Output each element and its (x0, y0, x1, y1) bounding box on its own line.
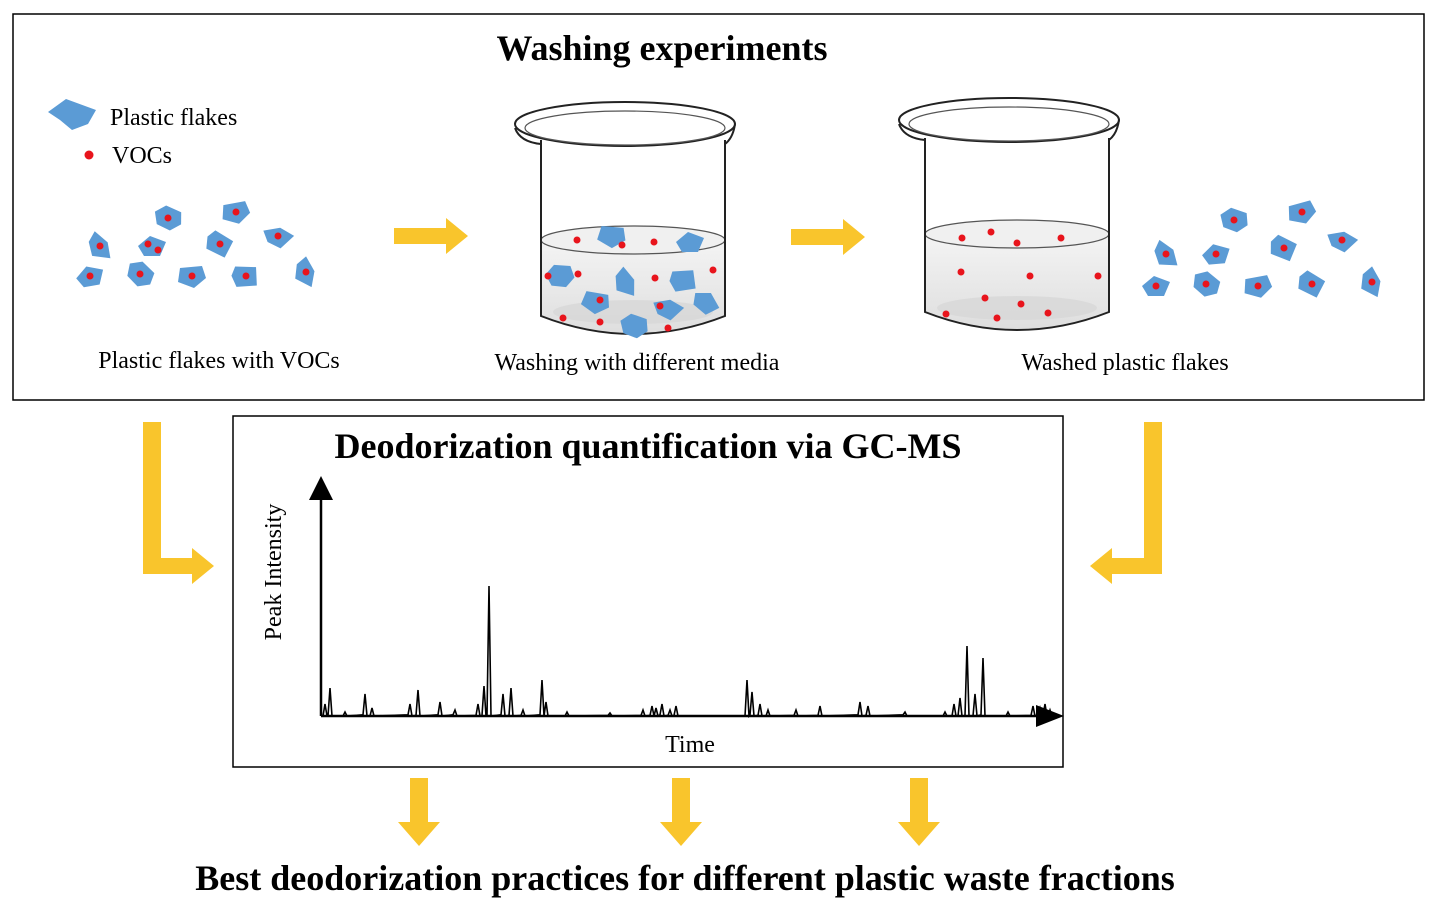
voc-dot-icon (232, 208, 240, 216)
plastic-flake-icon (545, 264, 575, 288)
voc-dot-icon (302, 268, 310, 276)
voc-dot-icon (1308, 280, 1316, 288)
voc-dot-icon (1013, 239, 1021, 247)
voc-dot-icon (981, 294, 989, 302)
arrow-down-icon (898, 778, 940, 846)
legend-vocs-label: VOCs (112, 143, 172, 169)
plastic-flake-icon (615, 266, 635, 296)
voc-dot-icon (957, 268, 965, 276)
arrow-right-icon (791, 219, 865, 255)
voc-dot-icon (664, 324, 672, 332)
voc-dot-icon (188, 272, 196, 280)
y-axis-arrowhead-icon (309, 476, 333, 500)
washing-panel-title: Washing experiments (496, 28, 827, 68)
voc-dot-icon (650, 238, 658, 246)
legend-flakes-label: Plastic flakes (110, 105, 237, 131)
caption-washing: Washing with different media (495, 350, 780, 376)
arrow-down-icon (398, 778, 440, 846)
voc-dot-icon (942, 310, 950, 318)
voc-dot-icon (656, 302, 664, 310)
voc-dot-icon (559, 314, 567, 322)
arrow-right-icon (394, 218, 468, 254)
voc-dot-icon (1162, 250, 1170, 258)
voc-dot-icon (1017, 300, 1025, 308)
x-axis-label: Time (665, 732, 715, 758)
connector-arrow-right-icon (1090, 422, 1162, 584)
voc-dot-icon (958, 234, 966, 242)
voc-dot-icon (618, 241, 626, 249)
voc-dot-icon (1368, 278, 1376, 286)
voc-dot-icon (96, 242, 104, 250)
voc-dot-icon (993, 314, 1001, 322)
plastic-flake-icon (620, 313, 648, 339)
voc-dot-icon (1212, 250, 1220, 258)
voc-dot-icon (1026, 272, 1034, 280)
arrow-down-icon (660, 778, 702, 846)
voc-dot-icon (274, 232, 282, 240)
caption-washed: Washed plastic flakes (1021, 350, 1228, 376)
voc-dot-icon (154, 246, 162, 254)
voc-dot-icon (651, 274, 659, 282)
voc-dot-icon (544, 272, 552, 280)
voc-dot-icon (164, 214, 172, 222)
voc-dot-icon (574, 270, 582, 278)
gcms-panel-title: Deodorization quantification via GC-MS (335, 426, 962, 466)
voc-dot-icon (1057, 234, 1065, 242)
legend-voc-icon (84, 150, 94, 160)
voc-dot-icon (86, 272, 94, 280)
plastic-flake-icon (580, 291, 610, 315)
voc-dot-icon (1280, 244, 1288, 252)
beaker-washed-icon (898, 97, 1120, 331)
washing-panel-frame (12, 13, 1425, 401)
plastic-flake-icon (693, 293, 720, 315)
connector-arrow-left-icon (143, 422, 214, 584)
gcms-panel-frame (232, 415, 1064, 768)
voc-dot-icon (709, 266, 717, 274)
voc-dot-icon (573, 236, 581, 244)
chromatogram-trace (322, 585, 1054, 719)
voc-dot-icon (1230, 216, 1238, 224)
plastic-flake-icon (676, 232, 704, 252)
plastic-flake-icon (597, 226, 626, 249)
voc-dot-icon (596, 296, 604, 304)
beaker-with-media-icon (514, 101, 736, 339)
voc-dot-icon (1202, 280, 1210, 288)
voc-dot-icon (1298, 208, 1306, 216)
legend-flake-icon (48, 99, 96, 130)
caption-flakes-with-vocs: Plastic flakes with VOCs (98, 348, 340, 374)
conclusion-text: Best deodorization practices for differe… (195, 858, 1174, 898)
voc-dot-icon (216, 240, 224, 248)
flakes-with-vocs-pile (76, 201, 315, 288)
plastic-flake-icon (669, 270, 696, 292)
voc-dot-icon (987, 228, 995, 236)
voc-dot-icon (144, 240, 152, 248)
voc-dot-icon (1044, 309, 1052, 317)
voc-dot-icon (136, 270, 144, 278)
voc-dot-icon (242, 272, 250, 280)
voc-dot-icon (1152, 282, 1160, 290)
y-axis-label: Peak Intensity (261, 504, 287, 641)
legend: Plastic flakes VOCs (48, 99, 237, 169)
voc-dot-icon (1254, 282, 1262, 290)
voc-dot-icon (596, 318, 604, 326)
plastic-flake-icon (138, 236, 166, 256)
voc-dot-icon (1094, 272, 1102, 280)
voc-dot-icon (1338, 236, 1346, 244)
washed-flakes-pile (1142, 200, 1381, 298)
